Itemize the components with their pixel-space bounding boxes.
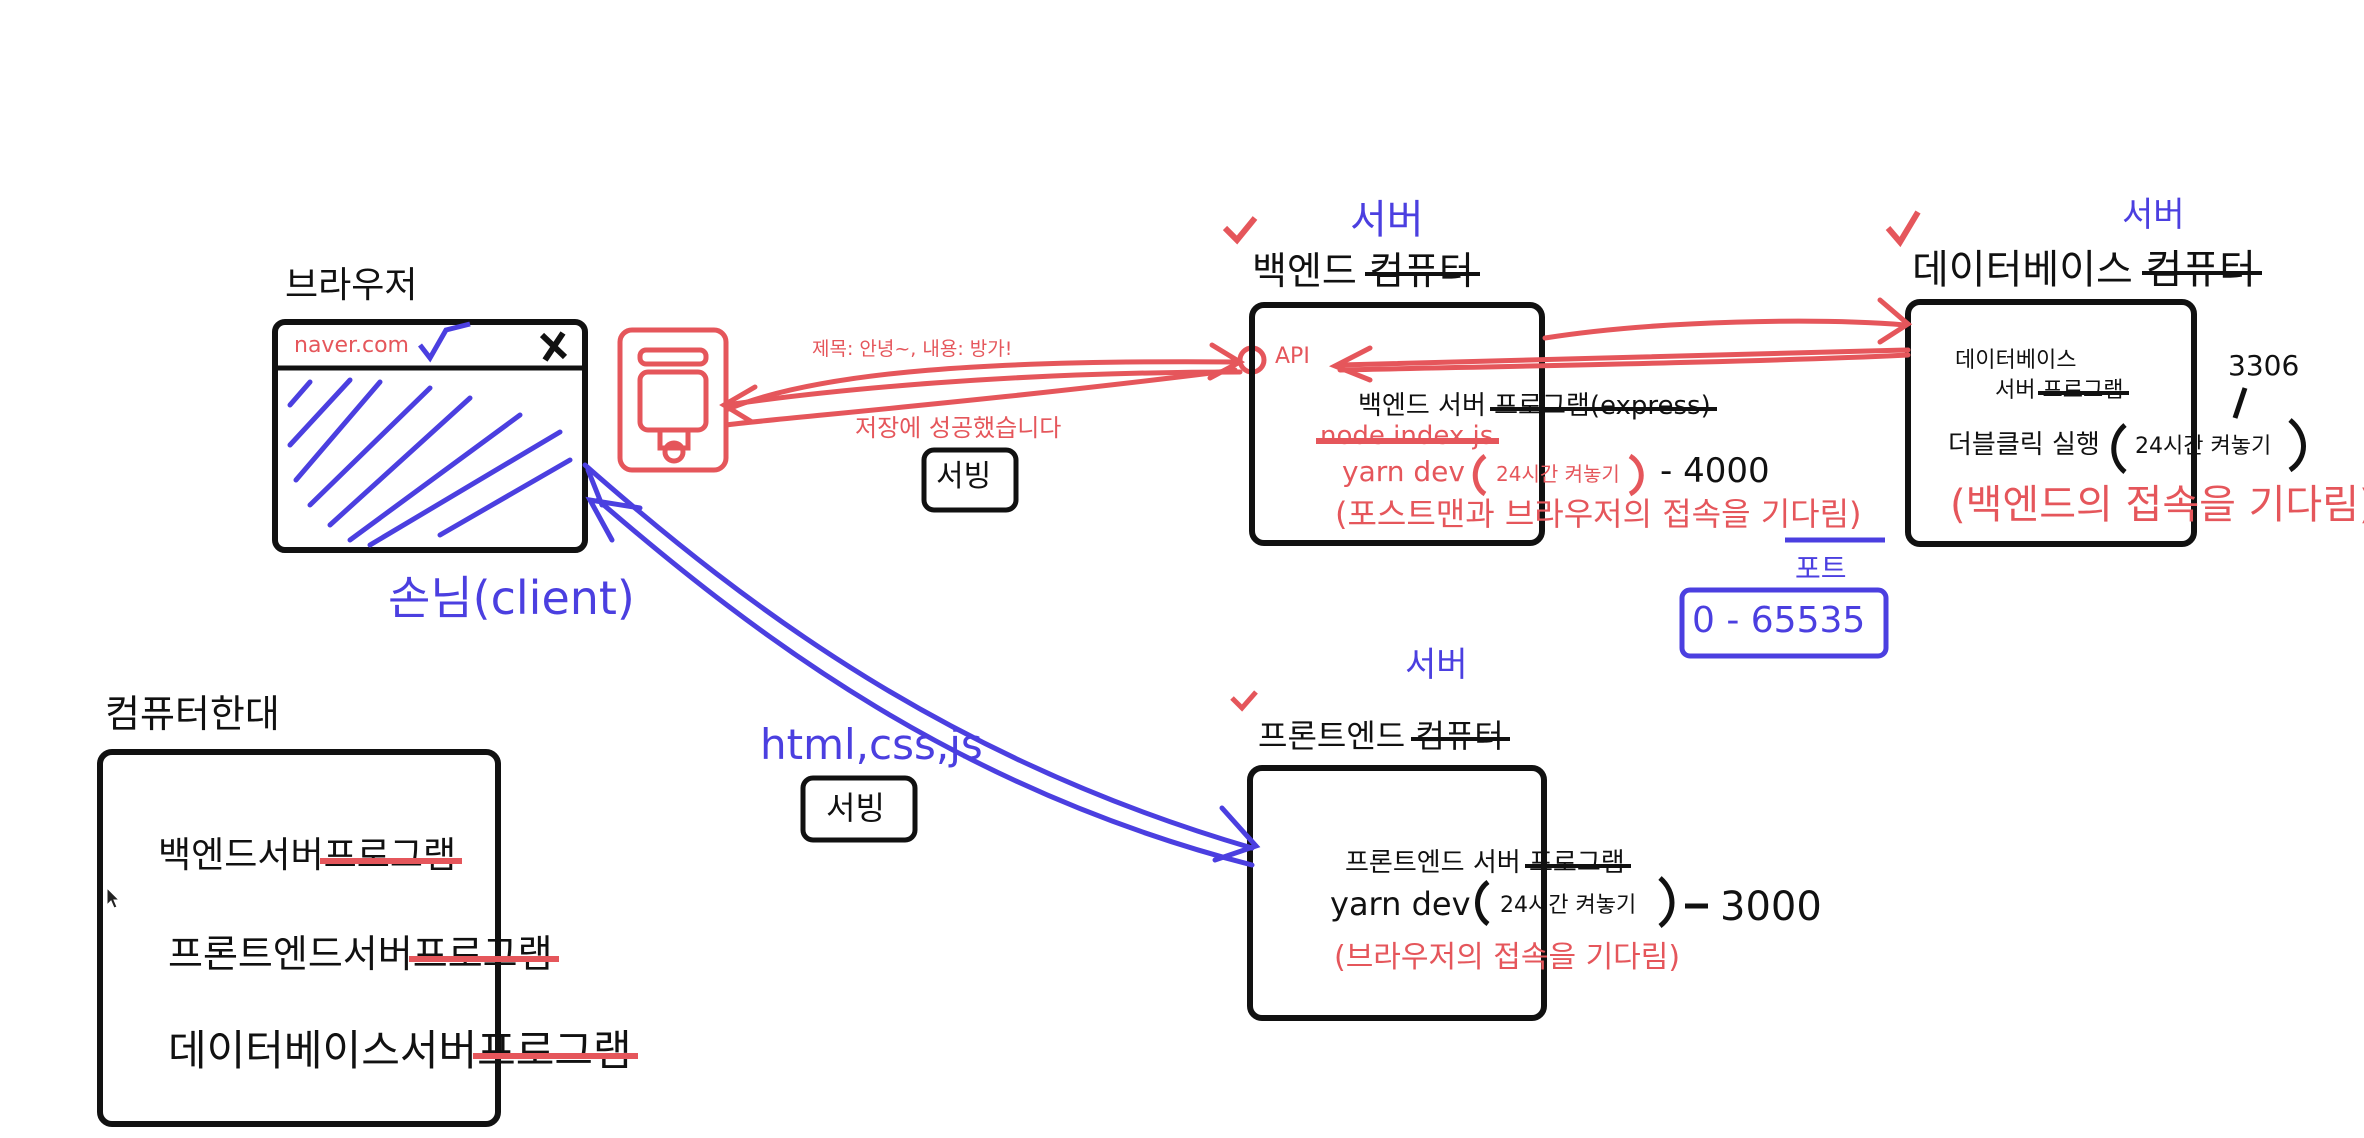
browser-content-hatch — [287, 377, 573, 548]
browser-title: 브라우저 — [285, 265, 418, 306]
frontend-program-text: 프론트엔드 서버 — [1345, 848, 1521, 878]
backend-check-icon — [1222, 216, 1258, 245]
port-range: 0 - 65535 — [1692, 600, 1866, 641]
backend-always-on: 24시간 켜놓기 — [1496, 462, 1620, 486]
database-always-on: 24시간 켜놓기 — [2135, 434, 2272, 459]
one-computer-row-database: 데이터베이스서버프로그램 — [168, 1030, 632, 1072]
serving-arrows — [582, 462, 1261, 868]
database-box — [1905, 299, 2197, 547]
backend-bracket-left — [1472, 453, 1487, 497]
database-title-text: 데이터베이스 — [1912, 247, 2133, 293]
database-program-line2-text: 서버 — [1995, 378, 2036, 403]
frontend-program-struck: 프로그램 — [1528, 848, 1625, 878]
row-backend-struck: 프로그램 — [323, 835, 457, 876]
database-program-line2: 서버 프로그램 — [1995, 380, 2123, 402]
request-arrows — [719, 342, 1246, 428]
frontend-transfer-label: html,css,js — [760, 720, 983, 769]
request-payload: 제목: 안녕~, 내용: 방가! — [812, 338, 1013, 360]
frontend-always-on: 24시간 켜놓기 — [1500, 893, 1637, 918]
database-check-icon — [1885, 210, 1921, 248]
client-label: 손님(client) — [388, 571, 635, 625]
frontend-cmd: yarn dev — [1330, 885, 1471, 923]
row-frontend-label: 프론트엔드서버 — [168, 932, 413, 976]
frontend-serving-box — [800, 775, 918, 843]
database-title-struck: 컴퓨터 — [2145, 247, 2256, 293]
row-database-struck: 프로그램 — [477, 1026, 632, 1075]
one-computer-row-backend: 백엔드서버프로그램 — [158, 838, 456, 874]
backend-program-struck: 프로그램(express) — [1494, 391, 1711, 421]
backend-title-struck: 컴퓨터 — [1368, 249, 1474, 293]
frontend-title: 프론트엔드 컴퓨터 — [1258, 720, 1504, 752]
frontend-waiting: (브라우저의 접속을 기다림) — [1334, 940, 1681, 975]
frontend-box — [1247, 765, 1547, 1021]
port-range-box — [1679, 587, 1889, 659]
row-database-label: 데이터베이스서버 — [168, 1026, 478, 1075]
database-title: 데이터베이스 컴퓨터 — [1912, 250, 2256, 290]
row-frontend-struck: 프로그램 — [412, 932, 553, 976]
one-computer-row-frontend: 프론트엔드서버프로그램 — [168, 935, 553, 973]
database-port: 3306 — [2228, 349, 2300, 382]
port-label: 포트 — [1795, 552, 1847, 585]
backend-node-cmd: node index.js — [1320, 423, 1493, 449]
backend-title-text: 백엔드 — [1252, 249, 1357, 293]
one-computer-title: 컴퓨터한대 — [105, 692, 280, 736]
fe-bracket-right — [1658, 876, 1675, 928]
frontend-server-tag: 서버 — [1405, 645, 1468, 685]
backend-node-struck: node index.js — [1320, 421, 1494, 451]
backend-server-tag: 서버 — [1350, 197, 1424, 243]
frontend-check-icon — [1230, 690, 1258, 712]
frontend-serving-label: 서빙 — [826, 789, 885, 827]
database-waiting: (백엔드의 접속을 기다림) — [1950, 482, 2364, 528]
mouse-cursor-icon — [106, 887, 121, 909]
backend-serving-box — [921, 447, 1019, 513]
frontend-title-struck: 컴퓨터 — [1415, 717, 1504, 755]
fe-bracket-left — [1475, 879, 1490, 927]
backend-title: 백엔드 컴퓨터 — [1252, 252, 1474, 290]
frontend-program: 프론트엔드 서버 프로그램 — [1345, 850, 1625, 876]
backend-serving-label: 서빙 — [936, 459, 992, 494]
browser-window — [272, 319, 588, 553]
backend-program: 백엔드 서버 프로그램(express) — [1358, 393, 1711, 419]
db-port-tick — [2232, 387, 2248, 419]
db-arrows — [1328, 297, 1913, 383]
row-backend-label: 백엔드서버 — [158, 835, 324, 876]
database-program-struck: 프로그램 — [2042, 378, 2124, 403]
close-icon — [539, 331, 568, 362]
database-program-line1: 데이터베이스 — [1955, 348, 2077, 373]
backend-port: - 4000 — [1660, 451, 1770, 491]
backend-waiting: (포스트맨과 브라우저의 접속을 기다림) — [1335, 495, 1862, 533]
backend-program-text: 백엔드 서버 — [1358, 391, 1486, 421]
db-bracket-right — [2288, 418, 2306, 473]
database-server-tag: 서버 — [2122, 195, 2185, 235]
frontend-port: 3000 — [1720, 884, 1822, 930]
browser-url: naver.com — [294, 333, 409, 358]
backend-box — [1249, 302, 1545, 546]
response-message: 저장에 성공했습니다 — [855, 414, 1062, 442]
db-bracket-left — [2111, 423, 2127, 474]
url-checkmark-icon — [418, 321, 471, 363]
api-label: API — [1275, 344, 1310, 369]
postman-icon — [617, 327, 729, 473]
backend-cmd: yarn dev — [1342, 455, 1465, 488]
database-run: 더블클릭 실행 — [1948, 430, 2100, 460]
backend-bracket-right — [1628, 453, 1644, 497]
frontend-title-text: 프론트엔드 — [1258, 717, 1406, 755]
